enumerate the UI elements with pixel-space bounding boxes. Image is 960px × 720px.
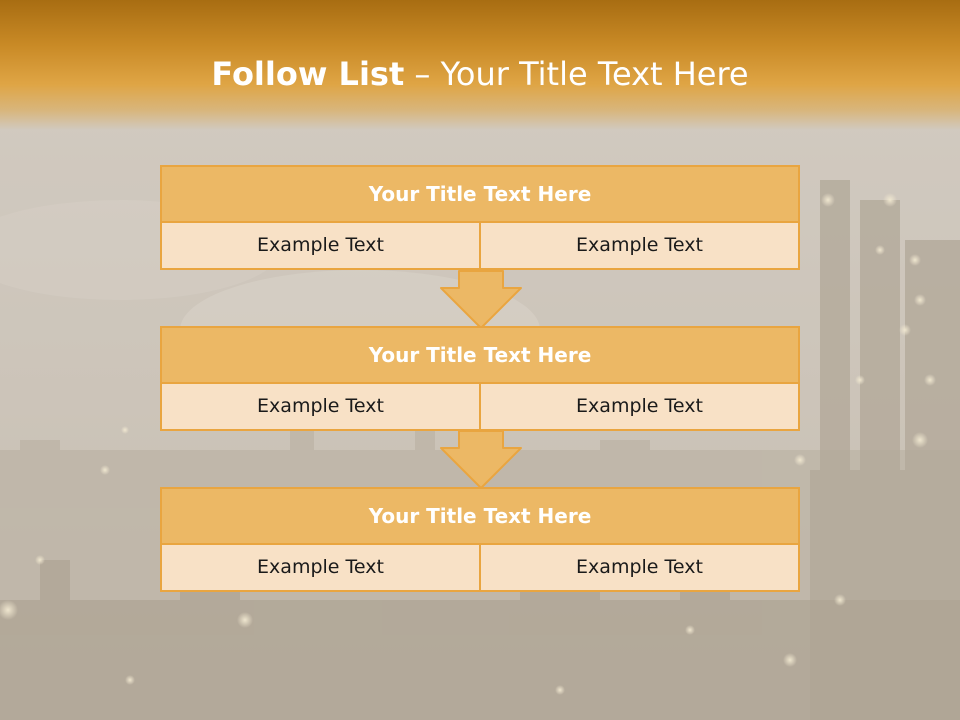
step-row-1: Example Text Example Text (162, 223, 798, 268)
step-cell-right-3: Example Text (576, 556, 703, 578)
step-box-2: Your Title Text Here Example Text Exampl… (160, 326, 800, 431)
step-box-1: Your Title Text Here Example Text Exampl… (160, 165, 800, 270)
step-box-3: Your Title Text Here Example Text Exampl… (160, 487, 800, 592)
step-cell-left-1: Example Text (162, 223, 481, 268)
slide-title-bold: Follow List (211, 55, 405, 93)
step-row-2: Example Text Example Text (162, 384, 798, 429)
step-cell-right-1: Example Text (576, 234, 703, 256)
step-cell-left-3: Example Text (162, 545, 481, 590)
step-cell-right-2: Example Text (576, 395, 703, 417)
step-title-2: Your Title Text Here (162, 328, 798, 384)
down-arrow-icon (440, 430, 522, 489)
step-title-3: Your Title Text Here (162, 489, 798, 545)
slide-title-rest: – Your Title Text Here (404, 55, 749, 93)
down-arrow-icon (440, 270, 522, 329)
step-title-1: Your Title Text Here (162, 167, 798, 223)
header-band (0, 0, 960, 130)
step-cell-left-2: Example Text (162, 384, 481, 429)
slide-title: Follow List – Your Title Text Here (0, 52, 960, 96)
step-row-3: Example Text Example Text (162, 545, 798, 590)
